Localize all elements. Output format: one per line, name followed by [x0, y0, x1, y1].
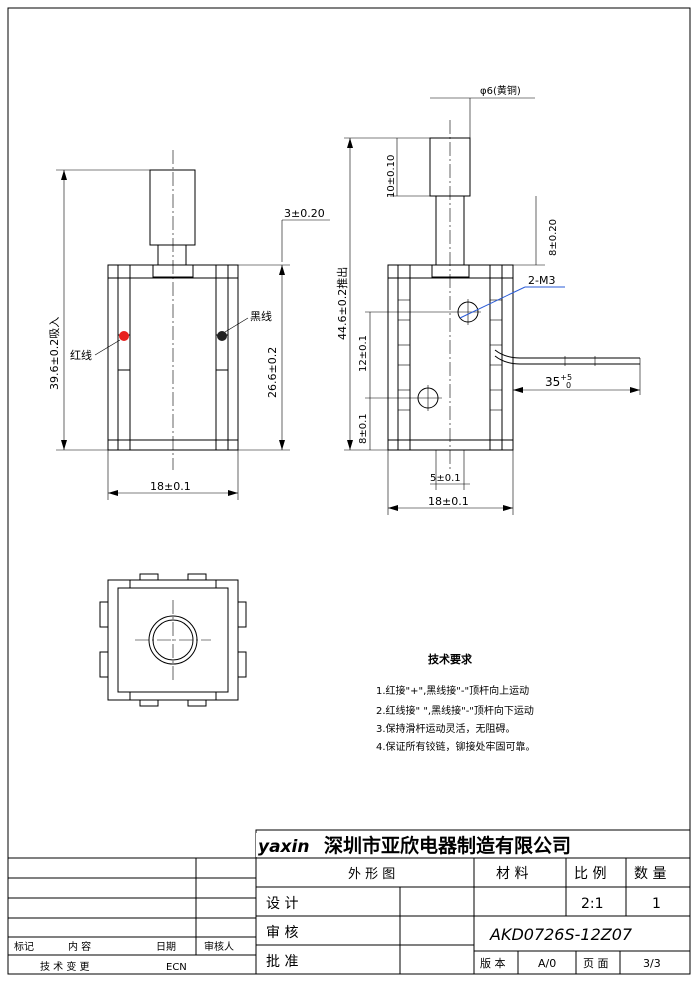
side-dim-shaft-len: 10±0.10	[386, 155, 397, 198]
front-dim-stroke: 3±0.20	[284, 207, 325, 220]
revision-col-mark: 标记	[14, 941, 34, 953]
side-dim-bottom: 8±0.1	[358, 413, 369, 444]
technical-requirements: 技术要求 1.红接"+",黑线接"-"顶杆向上运动 2.红线接" ",黑线接"-…	[376, 652, 536, 753]
revision-block: 标记 内 容 日期 审核人 技 术 变 更 ECN	[7, 857, 257, 975]
revision-col-reviewer: 审核人	[204, 940, 234, 953]
revision-footer-ecn: ECN	[166, 962, 187, 973]
review-label: 审 核	[266, 925, 298, 941]
requirement-item: 3.保持滑杆运动灵活，无阻碍。	[376, 722, 516, 735]
design-label: 设 计	[266, 896, 298, 912]
requirement-item: 4.保证所有铰链，铆接处牢固可靠。	[376, 740, 536, 753]
requirement-item: 2.红线接" ",黑线接"-"顶杆向下运动	[376, 704, 534, 717]
side-dim-width: 18±0.1	[428, 495, 469, 508]
page-value: 3/3	[643, 957, 661, 970]
front-view: 红线 黑线 39.6±0.2吸入 26.6±0.2 3±0.20 18±0.1	[48, 150, 330, 500]
quantity-label: 数 量	[634, 866, 666, 882]
side-dim-lead-tol-lower: 0	[566, 381, 571, 390]
side-view: 2-M3 35+5 0 φ6(黄铜) 44.6±0.2推出 10±0.10 12…	[335, 84, 641, 515]
red-wire-label: 红线	[70, 348, 92, 362]
side-dim-top: 8±0.20	[548, 219, 559, 256]
side-dim-mid: 12±0.1	[358, 335, 369, 372]
part-number: AKD0726S-12Z07	[489, 925, 633, 944]
side-dim-screw: 2-M3	[528, 274, 555, 287]
red-wire-icon	[119, 331, 129, 341]
front-dim-total: 39.6±0.2吸入	[48, 317, 61, 390]
side-dim-lead: 35+5	[545, 373, 572, 389]
side-dim-total: 44.6±0.2推出	[335, 267, 349, 340]
quantity-value: 1	[652, 896, 661, 912]
requirements-title: 技术要求	[428, 652, 473, 666]
scale-value: 2:1	[581, 896, 604, 912]
side-dim-shaft: φ6(黄铜)	[480, 84, 521, 97]
side-dim-hole: 5±0.1	[430, 473, 461, 484]
material-label: 材 料	[496, 866, 528, 882]
company-logo: yaxin	[258, 837, 309, 857]
drawing-type: 外 形 图	[348, 867, 395, 882]
page-label: 页 面	[583, 957, 609, 970]
sheet-border	[7, 7, 691, 975]
version-value: A/0	[538, 957, 556, 970]
side-body	[387, 264, 514, 451]
front-dim-width: 18±0.1	[150, 480, 191, 493]
black-wire-label: 黑线	[250, 309, 272, 323]
revision-col-content: 内 容	[68, 940, 91, 953]
revision-footer-tech: 技 术 变 更	[40, 960, 90, 973]
company-name: 深圳市亚欣电器制造有限公司	[324, 834, 571, 857]
title-block: yaxin 深圳市亚欣电器制造有限公司 外 形 图 材 料 比 例 数 量 设 …	[255, 829, 691, 975]
front-dim-body: 26.6±0.2	[266, 347, 279, 398]
bottom-view	[99, 573, 247, 707]
revision-col-date: 日期	[156, 941, 176, 953]
version-label: 版 本	[480, 956, 506, 970]
approve-label: 批 准	[266, 954, 298, 970]
front-plunger	[149, 169, 196, 246]
black-wire-icon	[217, 331, 227, 341]
scale-label: 比 例	[574, 866, 606, 882]
requirement-item: 1.红接"+",黑线接"-"顶杆向上运动	[376, 684, 529, 697]
